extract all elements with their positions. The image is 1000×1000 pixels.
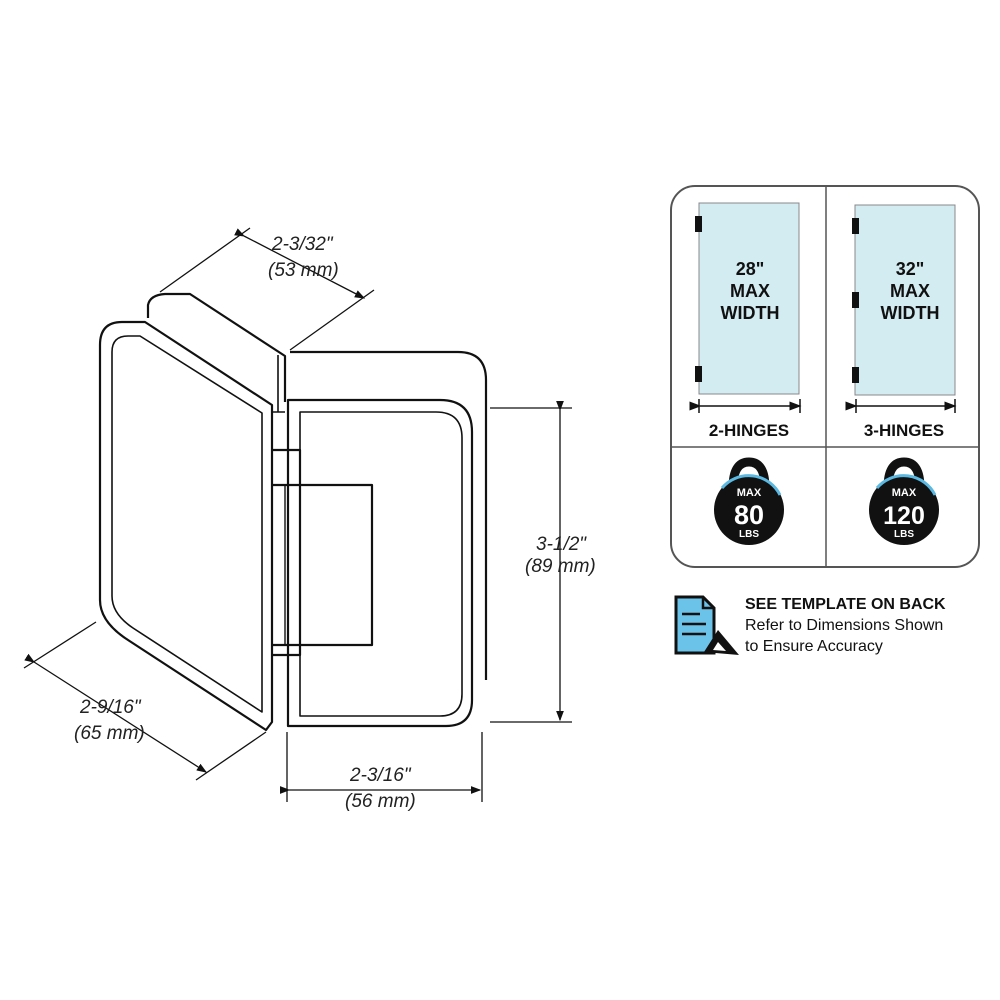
panel-2-hinges: 28" MAX WIDTH 2-HINGES MAX 80 LBS bbox=[689, 202, 802, 545]
hinge-icon bbox=[852, 367, 859, 383]
template-document-icon bbox=[674, 595, 739, 655]
max-width-value: 28" bbox=[736, 259, 765, 279]
hinge-back-plate bbox=[146, 292, 287, 402]
panel-3-hinges: 32" MAX WIDTH 3-HINGES MAX 120 LBS bbox=[845, 204, 957, 545]
glass-plate-width-imperial: 2-9/16" bbox=[79, 697, 142, 718]
weight-max-label: MAX bbox=[737, 487, 762, 499]
template-note-line1: Refer to Dimensions Shown bbox=[745, 617, 944, 634]
template-note-title: SEE TEMPLATE ON BACK bbox=[745, 596, 946, 613]
hinge-icon bbox=[852, 218, 859, 234]
weight-value: 120 bbox=[883, 502, 925, 530]
hinge-wall-plate bbox=[286, 398, 474, 728]
template-note: SEE TEMPLATE ON BACK Refer to Dimensions… bbox=[745, 594, 946, 657]
height-metric: (89 mm) bbox=[525, 556, 596, 577]
template-note-line2: to Ensure Accuracy bbox=[745, 638, 883, 655]
weight-unit: LBS bbox=[894, 529, 914, 540]
height-imperial: 3-1/2" bbox=[536, 534, 587, 555]
hinge-wall-plate-back bbox=[290, 350, 488, 680]
glass-plate-width-metric: (65 mm) bbox=[74, 723, 145, 744]
depth-imperial: 2-3/32" bbox=[271, 234, 334, 255]
weight-unit: LBS bbox=[739, 529, 759, 540]
hinges-label: 3-HINGES bbox=[864, 421, 944, 440]
depth-metric: (53 mm) bbox=[268, 260, 339, 281]
weight-value: 80 bbox=[734, 500, 764, 530]
hinge-icon bbox=[695, 216, 702, 232]
max-width-value: 32" bbox=[896, 259, 925, 279]
max-width-label: WIDTH bbox=[721, 303, 780, 323]
weight-max-label: MAX bbox=[892, 487, 917, 499]
max-width-label: MAX bbox=[890, 281, 930, 301]
hinge-icon bbox=[852, 292, 859, 308]
max-width-label: MAX bbox=[730, 281, 770, 301]
max-width-label: WIDTH bbox=[881, 303, 940, 323]
dimension-lines bbox=[23, 227, 572, 802]
wall-plate-width-imperial: 2-3/16" bbox=[349, 765, 412, 786]
hinges-label: 2-HINGES bbox=[709, 421, 789, 440]
hinge-knuckle bbox=[272, 483, 374, 647]
hinge-icon bbox=[695, 366, 702, 382]
hinge-glass-plate bbox=[98, 320, 274, 732]
kettlebell-icon bbox=[869, 457, 939, 545]
spec-panel: 28" MAX WIDTH 2-HINGES MAX 80 LBS 32" MA… bbox=[670, 185, 980, 568]
kettlebell-icon bbox=[714, 457, 784, 545]
wall-plate-width-metric: (56 mm) bbox=[345, 791, 416, 812]
hinge-drawing bbox=[98, 292, 488, 732]
